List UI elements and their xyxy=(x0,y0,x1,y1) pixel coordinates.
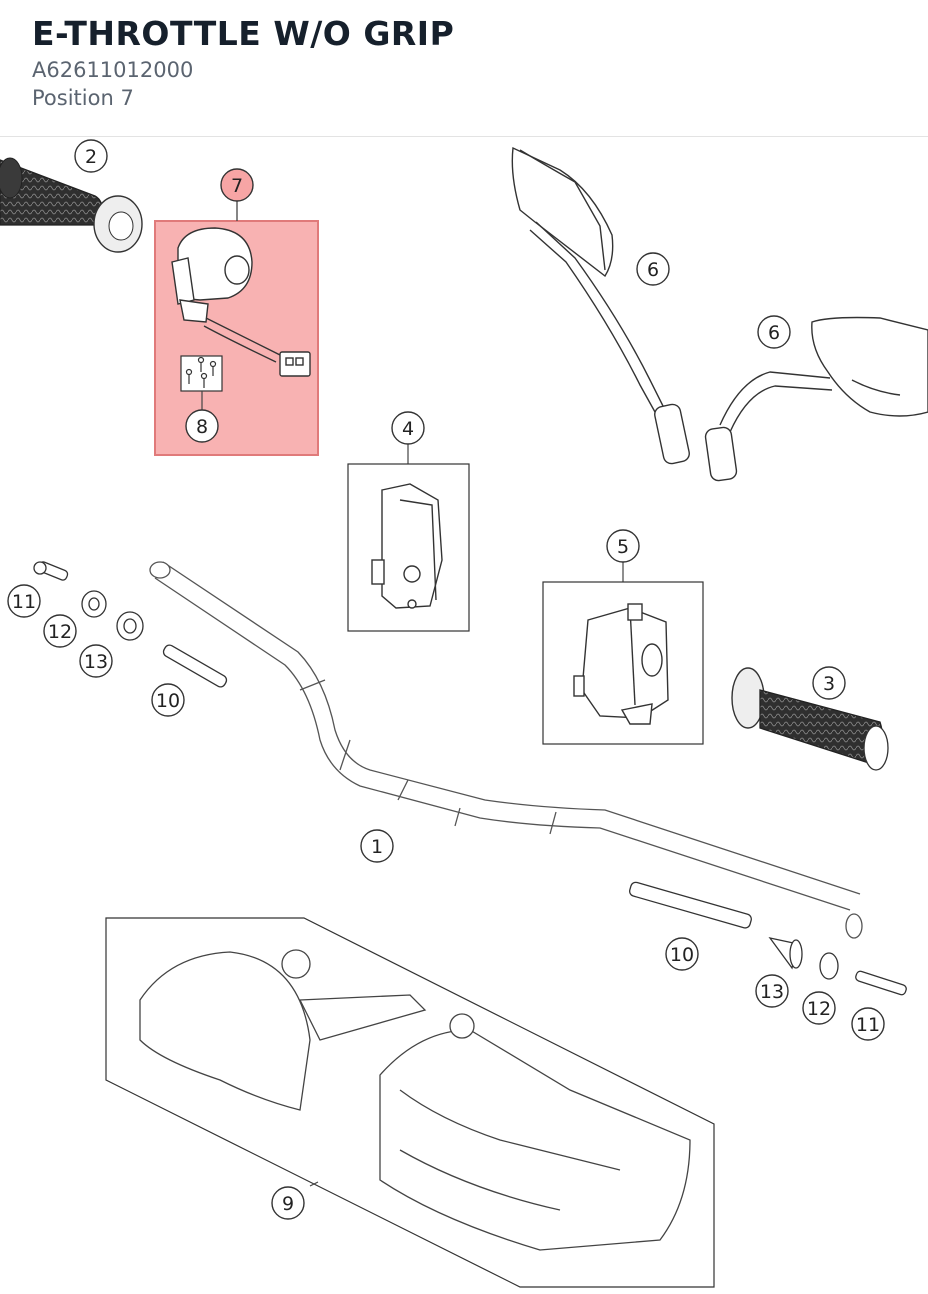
callout-circle xyxy=(757,315,791,349)
callout-label: 13 xyxy=(84,651,108,673)
callout-c11a[interactable]: 11 xyxy=(7,584,41,618)
callout-c12b[interactable]: 12 xyxy=(802,991,836,1025)
callout-circle xyxy=(220,168,254,202)
right-switch-drawing xyxy=(542,562,704,745)
left-mirror-drawing xyxy=(511,146,690,465)
part-title: E-THROTTLE W/O GRIP xyxy=(32,14,455,53)
right-grip-drawing xyxy=(731,667,889,771)
callout-circle xyxy=(755,974,789,1008)
callout-circle xyxy=(43,614,77,648)
diagram-svg: 2 7 8 6 6 4 5 11 12 13 10 3 1 10 13 12 11 9 xyxy=(0,139,928,1288)
callout-circle xyxy=(151,683,185,717)
callout-label: 1 xyxy=(371,836,383,858)
callout-label: 7 xyxy=(231,175,243,197)
callout-label: 5 xyxy=(617,536,629,558)
callout-c10b[interactable]: 10 xyxy=(665,937,699,971)
callout-circle xyxy=(7,584,41,618)
callout-c9[interactable]: 9 xyxy=(271,1186,305,1220)
callout-circle xyxy=(391,411,425,445)
handguard-drawing xyxy=(105,917,715,1288)
exploded-diagram: 2 7 8 6 6 4 5 11 12 13 10 3 1 10 13 12 11 9 xyxy=(0,138,928,1290)
callout-circle xyxy=(185,409,219,443)
throttle-housing-drawing xyxy=(171,227,311,377)
left-switch-drawing xyxy=(347,444,470,632)
callout-c11b[interactable]: 11 xyxy=(851,1007,885,1041)
callout-circle xyxy=(79,644,113,678)
callout-label: 8 xyxy=(196,416,208,438)
screw-set-drawing xyxy=(180,355,223,392)
callout-label: 6 xyxy=(768,322,780,344)
callout-label: 11 xyxy=(856,1014,880,1036)
callout-circle xyxy=(636,252,670,286)
callout-label: 3 xyxy=(823,673,835,695)
callout-circle xyxy=(360,829,394,863)
callout-circle xyxy=(271,1186,305,1220)
callout-label: 10 xyxy=(670,944,694,966)
callout-label: 2 xyxy=(85,146,97,168)
callout-label: 11 xyxy=(12,591,36,613)
callout-c4[interactable]: 4 xyxy=(391,411,425,445)
callout-label: 6 xyxy=(647,259,659,281)
callout-label: 10 xyxy=(156,690,180,712)
handlebar-drawing xyxy=(149,561,863,939)
callout-c1[interactable]: 1 xyxy=(360,829,394,863)
callout-c7[interactable]: 7 xyxy=(220,168,254,202)
callout-c8[interactable]: 8 xyxy=(185,409,219,443)
callout-c13b[interactable]: 13 xyxy=(755,974,789,1008)
callout-circle xyxy=(802,991,836,1025)
left-grip-drawing xyxy=(0,157,143,253)
callout-label: 12 xyxy=(48,621,72,643)
highlighted-part-group[interactable] xyxy=(154,200,319,456)
callout-c3[interactable]: 3 xyxy=(812,666,846,700)
callout-circle xyxy=(74,139,108,173)
callout-c2[interactable]: 2 xyxy=(74,139,108,173)
right-mirror-drawing xyxy=(704,316,928,482)
callout-label: 4 xyxy=(402,418,414,440)
page-header: E-THROTTLE W/O GRIP A62611012000 Positio… xyxy=(0,0,928,137)
callout-circle xyxy=(606,529,640,563)
callout-label: 13 xyxy=(760,981,784,1003)
callout-c6b[interactable]: 6 xyxy=(757,315,791,349)
callout-c12a[interactable]: 12 xyxy=(43,614,77,648)
position-label: Position 7 xyxy=(32,86,134,110)
callout-label: 9 xyxy=(282,1193,294,1215)
callout-label: 12 xyxy=(807,998,831,1020)
callout-circle xyxy=(812,666,846,700)
callout-c10a[interactable]: 10 xyxy=(151,683,185,717)
callout-c13a[interactable]: 13 xyxy=(79,644,113,678)
callout-c5[interactable]: 5 xyxy=(606,529,640,563)
callout-circle xyxy=(851,1007,885,1041)
callout-circle xyxy=(665,937,699,971)
right-hardware-drawing xyxy=(629,881,907,996)
callout-layer: 2 7 8 6 6 4 5 11 12 13 10 3 1 10 13 12 11 9 xyxy=(7,139,885,1220)
part-number: A62611012000 xyxy=(32,58,194,82)
callout-c6a[interactable]: 6 xyxy=(636,252,670,286)
left-hardware-drawing xyxy=(33,561,228,688)
